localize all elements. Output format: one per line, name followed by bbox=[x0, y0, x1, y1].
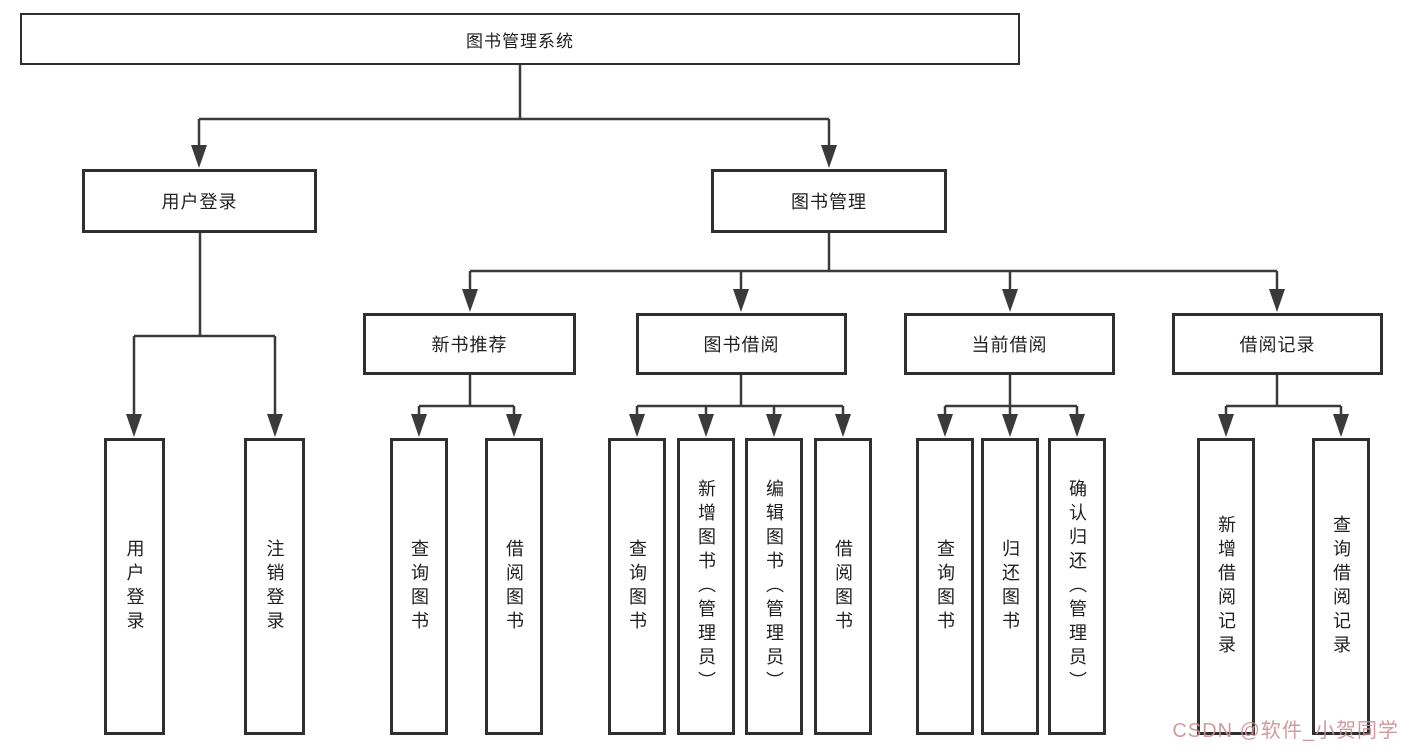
leaf-edit-books-admin: 编辑图书（管理员） bbox=[745, 438, 803, 735]
leaf-return-books-label: 归还图书 bbox=[1000, 538, 1020, 635]
node-borrowing-records: 借阅记录 bbox=[1172, 313, 1383, 375]
node-borrowing-records-label: 借阅记录 bbox=[1239, 335, 1316, 355]
node-book-borrowing-label: 图书借阅 bbox=[703, 335, 780, 355]
node-current-borrowing-label: 当前借阅 bbox=[971, 335, 1048, 355]
leaf-confirm-return-admin: 确认归还（管理员） bbox=[1048, 438, 1106, 735]
leaf-user-login: 用户登录 bbox=[104, 438, 165, 735]
node-book-management-label: 图书管理 bbox=[791, 192, 867, 212]
leaf-query-books-current-label: 查询图书 bbox=[935, 538, 955, 635]
leaf-edit-books-admin-label: 编辑图书（管理员） bbox=[764, 478, 784, 695]
leaf-query-books-borrowing-label: 查询图书 bbox=[627, 538, 647, 635]
node-new-book-recommend-label: 新书推荐 bbox=[431, 335, 508, 355]
leaf-query-books-current: 查询图书 bbox=[916, 438, 974, 735]
leaf-query-books-recommend-label: 查询图书 bbox=[409, 538, 429, 635]
node-book-borrowing: 图书借阅 bbox=[636, 313, 847, 375]
leaf-user-login-label: 用户登录 bbox=[124, 538, 145, 635]
leaf-query-borrow-record: 查询借阅记录 bbox=[1312, 438, 1370, 735]
node-library-system-label: 图书管理系统 bbox=[466, 31, 574, 51]
node-user-login-label: 用户登录 bbox=[161, 192, 238, 212]
leaf-add-books-admin: 新增图书（管理员） bbox=[677, 438, 735, 735]
leaf-add-borrow-record: 新增借阅记录 bbox=[1197, 438, 1255, 735]
leaf-borrow-books-recommend: 借阅图书 bbox=[485, 438, 543, 735]
leaf-add-books-admin-label: 新增图书（管理员） bbox=[696, 478, 716, 695]
node-user-login: 用户登录 bbox=[82, 169, 317, 233]
leaf-borrow-books-recommend-label: 借阅图书 bbox=[504, 538, 524, 635]
node-current-borrowing: 当前借阅 bbox=[904, 313, 1115, 375]
leaf-logout-label: 注销登录 bbox=[264, 538, 285, 635]
leaf-borrow-books-borrowing-label: 借阅图书 bbox=[833, 538, 853, 635]
leaf-query-borrow-record-label: 查询借阅记录 bbox=[1331, 514, 1351, 659]
node-new-book-recommend: 新书推荐 bbox=[363, 313, 576, 375]
leaf-confirm-return-admin-label: 确认归还（管理员） bbox=[1067, 478, 1087, 695]
leaf-return-books: 归还图书 bbox=[981, 438, 1039, 735]
node-library-system: 图书管理系统 bbox=[20, 13, 1020, 65]
leaf-query-books-recommend: 查询图书 bbox=[390, 438, 448, 735]
leaf-query-books-borrowing: 查询图书 bbox=[608, 438, 666, 735]
node-book-management: 图书管理 bbox=[711, 169, 947, 233]
leaf-borrow-books-borrowing: 借阅图书 bbox=[814, 438, 872, 735]
leaf-add-borrow-record-label: 新增借阅记录 bbox=[1216, 514, 1236, 659]
leaf-logout: 注销登录 bbox=[244, 438, 305, 735]
